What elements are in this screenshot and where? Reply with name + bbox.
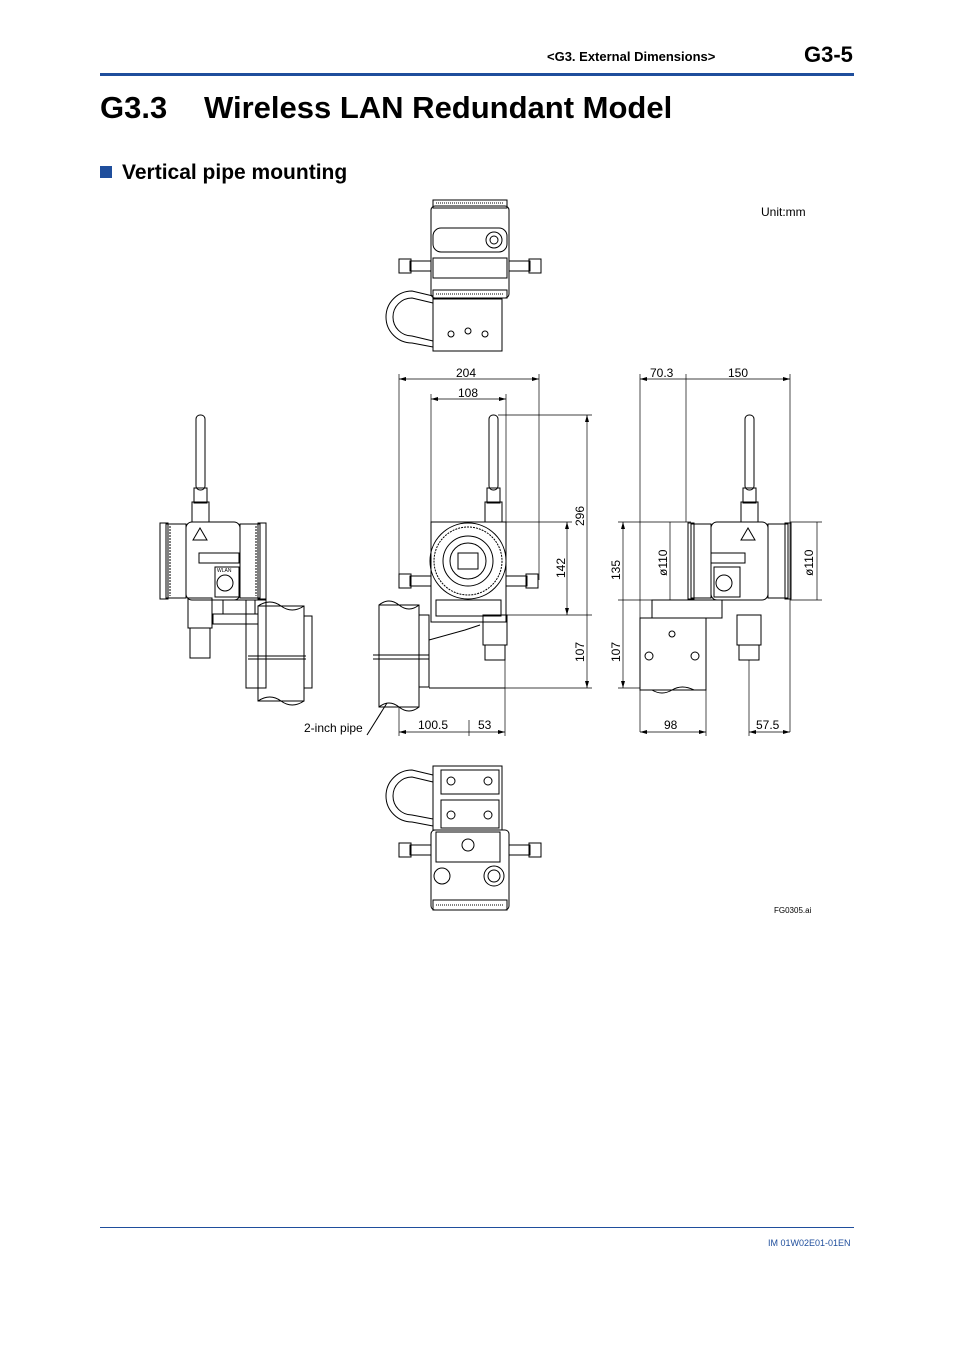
dim-side-base: 98: [664, 718, 678, 732]
footer-rule: [100, 1227, 854, 1228]
dim-diameter-left: ø110: [656, 549, 670, 576]
bottom-view: [385, 765, 542, 911]
dimension-lines: [398, 374, 822, 736]
footer-doc-id: IM 01W02E01-01EN: [768, 1238, 851, 1248]
wlan-plate-text: WLAN: [217, 568, 232, 574]
dim-side-depth-b: 150: [728, 366, 748, 380]
dim-side-bracket-height: 107: [609, 642, 623, 662]
dim-height-total: 296: [573, 506, 587, 526]
left-side-view: WLAN: [159, 414, 313, 706]
pipe-label: 2-inch pipe: [304, 721, 363, 735]
front-view: [366, 414, 539, 736]
top-view: [385, 199, 542, 352]
dimension-drawing: WLAN: [159, 199, 822, 911]
subtitle-text: Vertical pipe mounting: [122, 161, 348, 184]
dim-width-body: 108: [458, 386, 478, 400]
figure-id: FG0305.ai: [774, 906, 812, 915]
dim-height-body: 142: [554, 558, 568, 578]
dim-height-bracket-front: 107: [573, 642, 587, 662]
subtitle: Vertical pipe mounting: [100, 161, 347, 185]
header-section-title: <G3. External Dimensions>: [547, 49, 716, 64]
title-number: G3.3: [100, 90, 168, 125]
dim-width-total: 204: [456, 366, 476, 380]
dim-side-height: 135: [609, 560, 623, 580]
dim-side-depth-a: 70.3: [650, 366, 674, 380]
dim-offset-left: 100.5: [418, 718, 448, 732]
dim-side-offset: 57.5: [756, 718, 780, 732]
square-bullet-icon: [100, 166, 112, 178]
dim-offset-right: 53: [478, 718, 492, 732]
page-title: G3.3 Wireless LAN Redundant Model: [100, 90, 672, 126]
dim-diameter-right: ø110: [802, 549, 816, 576]
header-rule: [100, 73, 854, 76]
dimension-arrows: [399, 377, 790, 734]
right-side-view: [639, 414, 792, 694]
unit-label: Unit:mm: [761, 205, 806, 219]
title-text: Wireless LAN Redundant Model: [204, 90, 673, 125]
header-page-number: G3-5: [804, 42, 853, 67]
